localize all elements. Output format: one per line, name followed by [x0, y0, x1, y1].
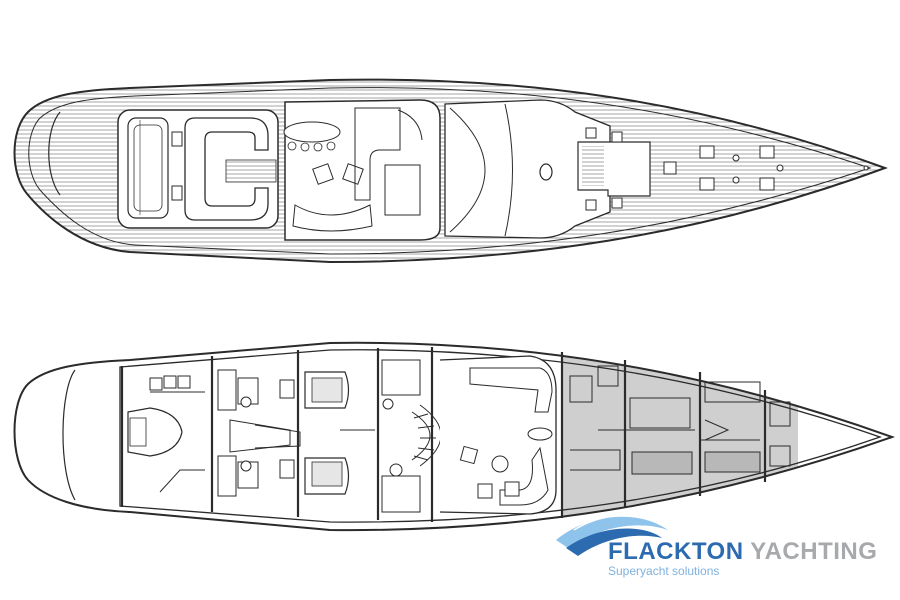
- bulkheads: [120, 347, 767, 522]
- logo-brand-part1: FLACKTON: [608, 538, 744, 565]
- company-logo: FLACKTON YACHTING Superyacht solutions: [548, 508, 888, 588]
- foredeck-fittings: [577, 127, 869, 211]
- owner-cabin: [127, 375, 205, 493]
- logo-wordmark: FLACKTON YACHTING: [608, 538, 877, 566]
- mast-step: [539, 163, 553, 181]
- transom: [48, 111, 61, 196]
- interior-liner: [119, 349, 882, 523]
- logo-tagline: Superyacht solutions: [608, 564, 720, 578]
- logo-wave-icon: [556, 514, 668, 556]
- deck-bulwark-line: [28, 87, 872, 255]
- deck-hull-outline: [13, 78, 888, 264]
- logo-brand-part2: YACHTING: [750, 538, 878, 565]
- coachroof: [444, 99, 611, 239]
- crew-quarters: [569, 365, 791, 475]
- companionway-stairs: [411, 404, 442, 467]
- deck-saloon: [283, 99, 441, 241]
- aft-cockpit: [117, 109, 279, 229]
- deck-plan: [13, 78, 888, 264]
- guest-cabins: [217, 359, 421, 513]
- main-saloon: [439, 355, 557, 515]
- accommodation-hull-outline: [13, 341, 895, 532]
- transom-aft: [62, 369, 76, 501]
